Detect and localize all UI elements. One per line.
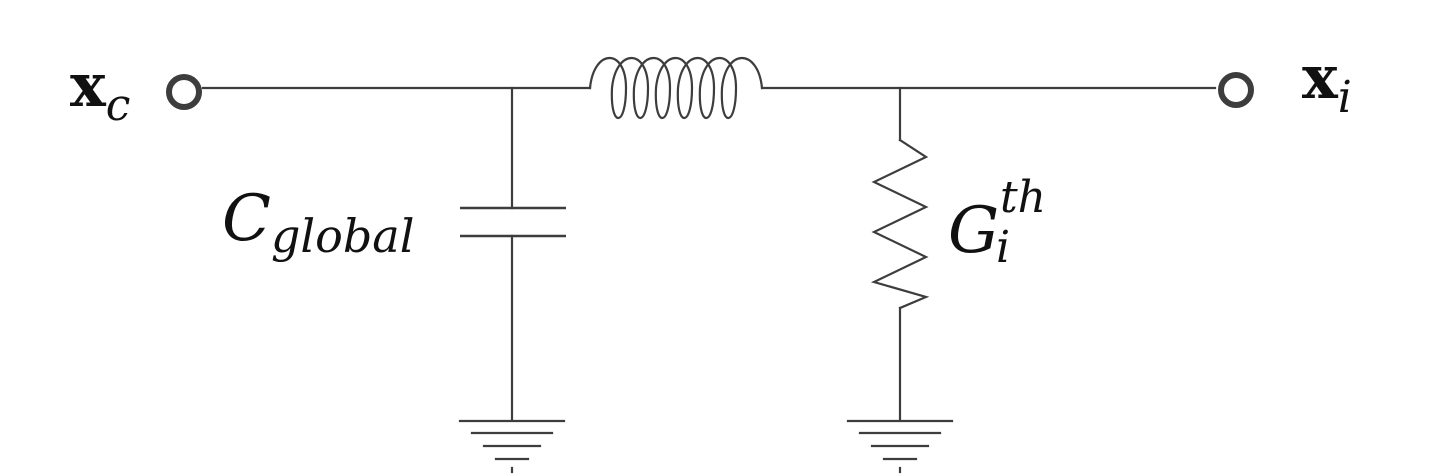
resistor-symbol: G: [948, 194, 999, 268]
capacitor-branch: [460, 86, 566, 422]
resistor-zigzag: [870, 138, 930, 310]
input-node-label: xc: [70, 51, 130, 131]
ground-symbol-right: [846, 419, 954, 474]
output-node-subscript: i: [1338, 72, 1352, 123]
capacitor-label: Cglobal: [222, 182, 414, 263]
output-node-label: xi: [1302, 43, 1352, 123]
output-terminal: [1218, 72, 1254, 108]
resistor-branch: [870, 86, 930, 422]
ground-symbol-left: [458, 419, 566, 474]
input-terminal: [166, 74, 202, 110]
capacitor-subscript: global: [271, 209, 414, 263]
inductor-coil: [588, 57, 764, 120]
resistor-label: G: [948, 194, 999, 268]
capacitor-symbol: C: [222, 182, 271, 256]
resistor-superscript: th: [1000, 172, 1046, 223]
resistor-subscript: i: [996, 222, 1010, 273]
output-node-symbol: x: [1302, 43, 1339, 113]
input-node-subscript: c: [106, 80, 131, 131]
input-node-symbol: x: [70, 51, 107, 121]
